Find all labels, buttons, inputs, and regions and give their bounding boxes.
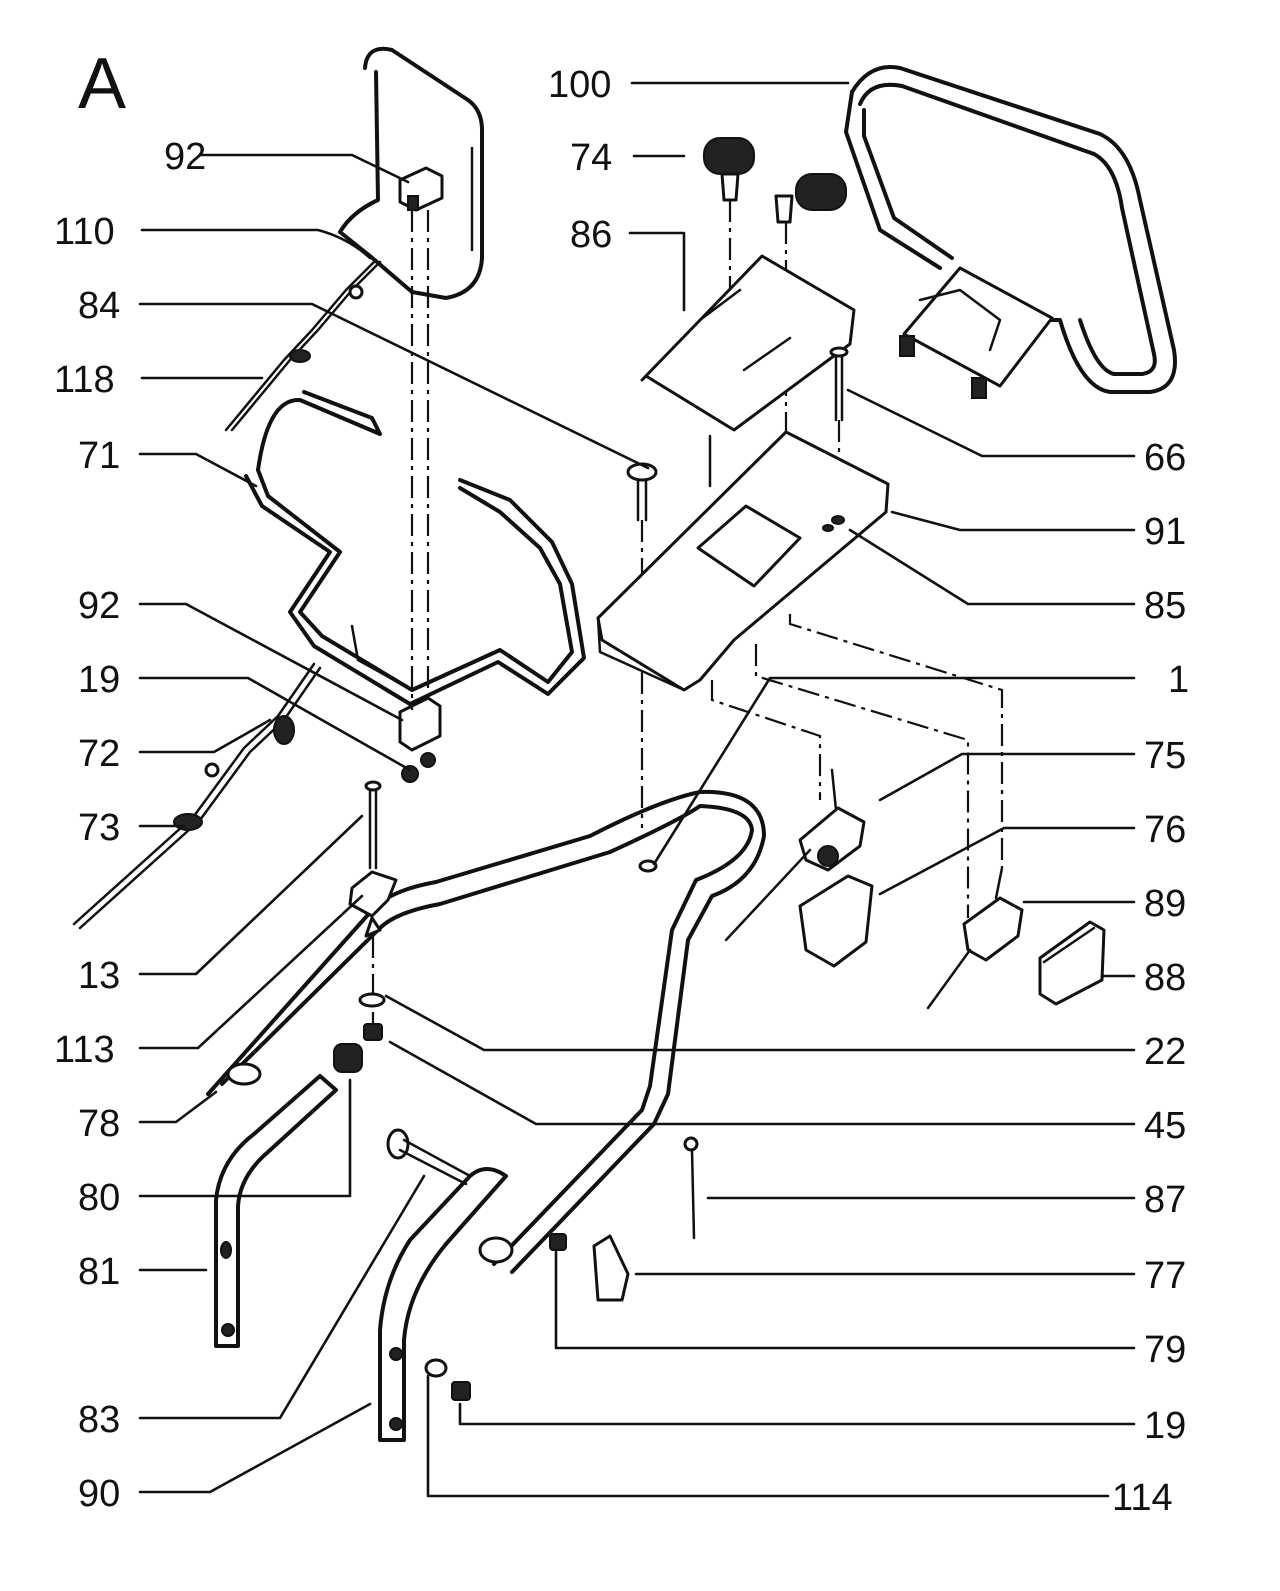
label-118: 118 bbox=[54, 359, 115, 401]
label-66: 66 bbox=[1144, 437, 1186, 479]
part-91-panel bbox=[596, 430, 890, 692]
part-72-73-cable bbox=[72, 662, 322, 930]
label-113: 113 bbox=[54, 1029, 115, 1071]
part-77-knob bbox=[592, 1234, 630, 1302]
part-118-cable bbox=[224, 260, 382, 432]
part-87-pin bbox=[683, 1136, 699, 1240]
label-86: 86 bbox=[570, 214, 612, 256]
label-87: 87 bbox=[1144, 1179, 1186, 1221]
label-71: 71 bbox=[78, 435, 120, 477]
label-73: 73 bbox=[78, 807, 120, 849]
part-81-left-tube bbox=[214, 1074, 338, 1348]
part-71-lower-handle bbox=[244, 390, 586, 706]
label-79: 79 bbox=[1144, 1329, 1186, 1371]
part-19-nut bbox=[451, 1381, 471, 1401]
part-92-upper-clamp bbox=[398, 166, 444, 212]
part-80-knob bbox=[333, 1043, 363, 1073]
label-78: 78 bbox=[78, 1103, 120, 1145]
part-88-block bbox=[1038, 920, 1106, 1006]
label-89: 89 bbox=[1144, 883, 1186, 925]
part-84-carriage-bolt bbox=[626, 462, 658, 522]
label-110: 110 bbox=[54, 211, 115, 253]
part-90-right-tube bbox=[378, 1167, 514, 1442]
leader-lines bbox=[138, 81, 1136, 1498]
part-86-cover bbox=[640, 254, 856, 432]
part-100-bail bbox=[844, 65, 1177, 399]
part-75-lever bbox=[724, 768, 866, 942]
part-114-washer bbox=[424, 1358, 448, 1378]
label-45: 45 bbox=[1144, 1105, 1186, 1147]
label-85: 85 bbox=[1144, 585, 1186, 627]
label-72: 72 bbox=[78, 733, 120, 775]
label-19-lower: 19 bbox=[1144, 1405, 1186, 1447]
part-113-clamp bbox=[348, 870, 398, 938]
part-74-knobs bbox=[703, 137, 847, 224]
label-114: 114 bbox=[1112, 1477, 1173, 1519]
label-90: 90 bbox=[78, 1473, 120, 1515]
part-66-bolt bbox=[829, 346, 849, 422]
part-79-nut bbox=[549, 1233, 567, 1251]
part-83-bolt bbox=[386, 1128, 472, 1186]
part-110-upper-handle bbox=[338, 46, 484, 300]
label-1: 1 bbox=[1168, 659, 1189, 701]
section-letter: A bbox=[78, 44, 126, 124]
part-13-bolt bbox=[364, 780, 382, 870]
label-84: 84 bbox=[78, 285, 120, 327]
label-77: 77 bbox=[1144, 1255, 1186, 1297]
part-45-nut bbox=[363, 1023, 383, 1041]
label-74: 74 bbox=[570, 137, 612, 179]
label-76: 76 bbox=[1144, 809, 1186, 851]
part-92-lower-clamp bbox=[398, 696, 442, 783]
part-89-lever bbox=[926, 866, 1024, 1010]
label-75: 75 bbox=[1144, 735, 1186, 777]
part-labels: 100 92 74 110 86 84 118 71 66 91 92 85 1… bbox=[54, 64, 1189, 1519]
label-100: 100 bbox=[548, 64, 611, 106]
label-92-upper: 92 bbox=[164, 136, 206, 178]
label-81: 81 bbox=[78, 1251, 120, 1293]
part-76-bracket bbox=[798, 874, 874, 968]
label-88: 88 bbox=[1144, 957, 1186, 999]
label-80: 80 bbox=[78, 1177, 120, 1219]
label-91: 91 bbox=[1144, 511, 1186, 553]
label-92-lower: 92 bbox=[78, 585, 120, 627]
label-83: 83 bbox=[78, 1399, 120, 1441]
label-13: 13 bbox=[78, 955, 120, 997]
label-22: 22 bbox=[1144, 1031, 1186, 1073]
label-19-upper: 19 bbox=[78, 659, 120, 701]
part-22-washer bbox=[358, 992, 386, 1008]
